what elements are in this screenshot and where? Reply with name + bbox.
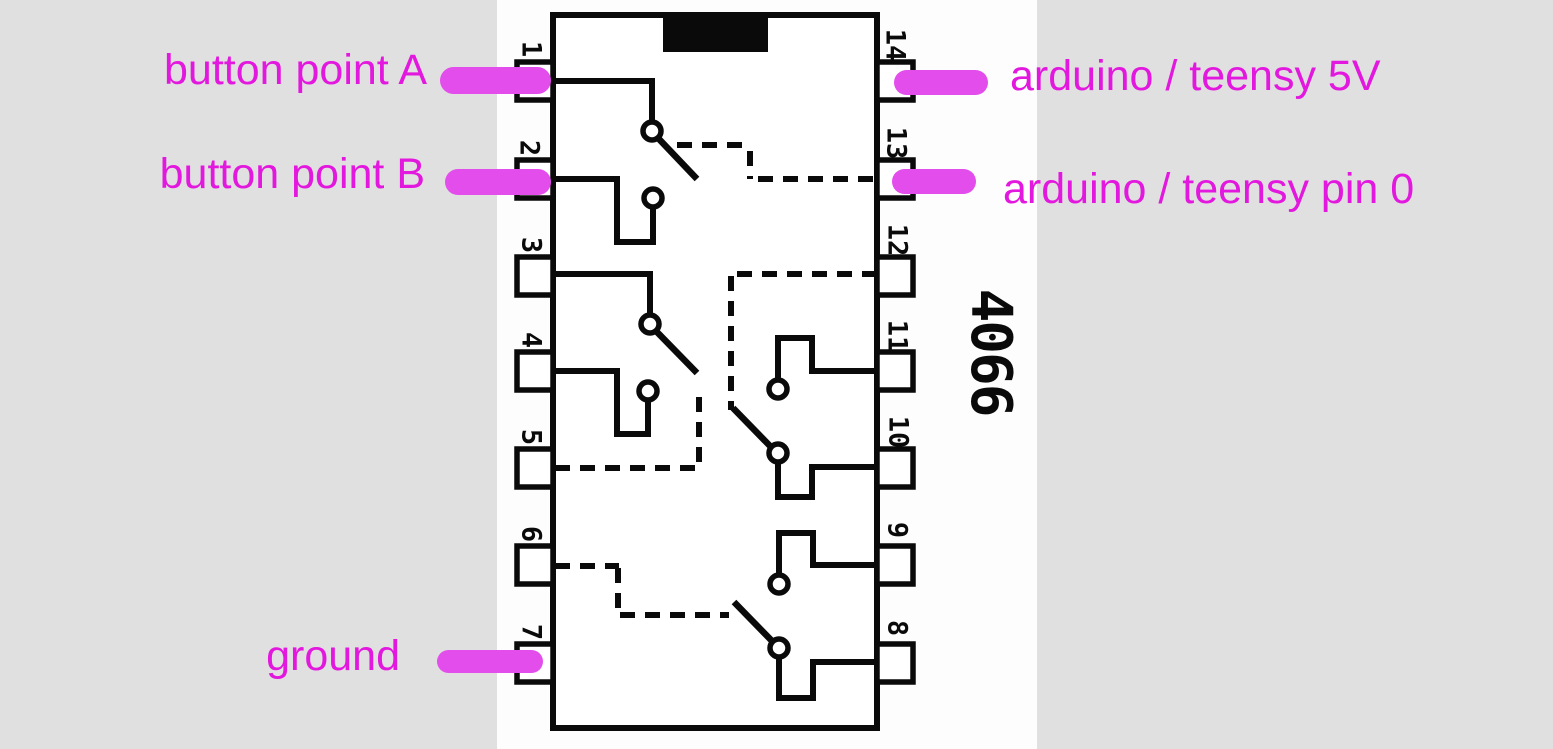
pin-label-1: 1 <box>516 41 547 57</box>
wire-pin11 <box>775 335 877 380</box>
left-pin-labels: 1 2 3 4 5 6 7 <box>514 41 547 640</box>
switch-arm-2 <box>653 328 700 376</box>
pointer-bar-pin7 <box>437 650 543 673</box>
switch-pins-11-10 <box>728 271 877 500</box>
wire-pin2 <box>553 176 656 245</box>
pin-label-12: 12 <box>882 224 913 257</box>
wire-pin8 <box>776 657 877 701</box>
pin-pad-8 <box>874 641 916 685</box>
pin-label-2: 2 <box>514 140 545 156</box>
pivot-circle-pin8 <box>767 636 791 660</box>
wire-pin10 <box>775 462 877 500</box>
pointer-bar-pin13 <box>892 169 976 194</box>
right-pin-labels: 14 13 12 11 10 9 8 <box>880 29 914 636</box>
annotation-ground: ground <box>266 632 400 680</box>
wire-pin1 <box>553 78 655 122</box>
contact-circle-pin1 <box>640 119 664 143</box>
annotation-arduino-pin0: arduino / teensy pin 0 <box>1003 165 1415 213</box>
switch-pins-1-2 <box>553 78 877 245</box>
switch-arm-1 <box>655 135 700 182</box>
pin-label-3: 3 <box>516 237 547 253</box>
pointer-bar-pin1 <box>440 67 551 94</box>
wire-pin9 <box>776 530 877 575</box>
pin-pad-12 <box>874 254 916 298</box>
pointer-bar-pin2 <box>445 169 551 195</box>
contact-circle-pin9 <box>767 572 791 596</box>
pin-label-5: 5 <box>516 429 547 445</box>
pivot-circle-pin10 <box>766 441 790 465</box>
pin-label-8: 8 <box>882 620 913 636</box>
pin-pad-10 <box>874 446 916 490</box>
pin-label-4: 4 <box>516 332 547 348</box>
pin-label-14: 14 <box>880 29 911 62</box>
pin-pad-3 <box>514 254 556 298</box>
pin-pad-4 <box>514 349 556 393</box>
pin-label-7: 7 <box>516 624 547 640</box>
part-number-4066: 4066 <box>958 288 1023 416</box>
annotation-arduino-5v: arduino / teensy 5V <box>1010 52 1381 100</box>
annotation-button-point-a: button point A <box>164 46 427 94</box>
contact-circle-pin2 <box>641 186 665 210</box>
switch-pins-9-8 <box>555 530 877 701</box>
switch-arm-3 <box>730 405 774 450</box>
pin-label-13: 13 <box>881 127 912 160</box>
pin-pad-6 <box>514 543 556 587</box>
wire-pin3 <box>553 271 653 315</box>
pin-pad-9 <box>874 543 916 587</box>
annotation-button-point-b: button point B <box>159 150 425 198</box>
chip-index-notch <box>663 15 768 52</box>
switch-pins-3-4 <box>553 271 702 471</box>
switch-arm-4 <box>731 599 775 644</box>
contact-circle-pin11 <box>766 377 790 401</box>
contact-circle-pin4 <box>636 379 660 403</box>
pin-label-11: 11 <box>882 320 913 353</box>
pin-label-10: 10 <box>883 416 914 449</box>
pin-pad-11 <box>874 349 916 393</box>
pin-pad-5 <box>514 446 556 490</box>
pin-label-9: 9 <box>882 522 913 538</box>
pointer-bar-pin14 <box>894 70 988 95</box>
pin-label-6: 6 <box>516 526 547 542</box>
wire-pin4 <box>553 368 651 437</box>
contact-circle-pin3 <box>638 312 662 336</box>
